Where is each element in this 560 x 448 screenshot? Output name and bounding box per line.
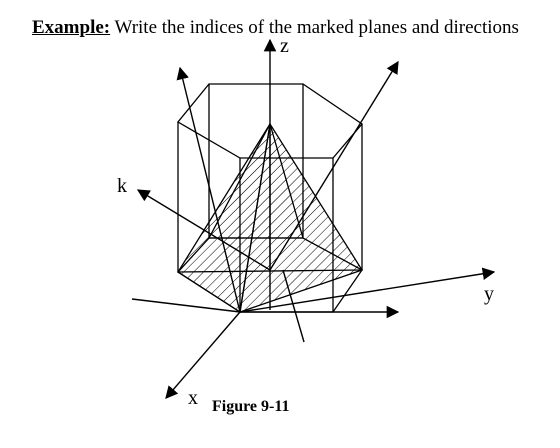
marked-directions [136, 60, 399, 313]
coordinate-axes [131, 38, 496, 399]
example-heading: Example: [32, 17, 111, 38]
axis-extension-down [282, 269, 305, 343]
k-direction-label: k [117, 175, 127, 197]
x-axis-label: x [188, 387, 198, 409]
problem-statement: Example: Write the indices of the marked… [32, 15, 552, 40]
y-axis-label: y [484, 283, 494, 305]
direction-upper-left-vector [176, 66, 241, 313]
direction-k-vector [136, 189, 271, 271]
x-axis [165, 311, 241, 399]
z-axis-label: z [280, 35, 289, 57]
marked-plane-back [207, 122, 304, 239]
y-axis [239, 267, 496, 313]
direction-upper-right-vector [269, 60, 399, 271]
problem-text: Write the indices of the marked planes a… [110, 17, 519, 38]
figure-caption: Figure 9-11 [212, 398, 290, 415]
axis-extension-left [131, 298, 241, 313]
